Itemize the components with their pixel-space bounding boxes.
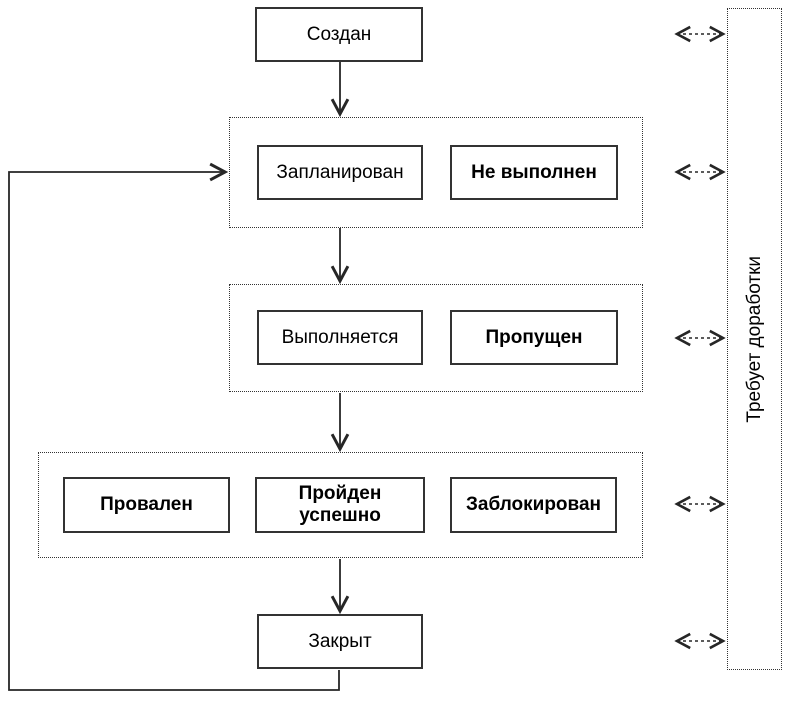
state-node-skipped: Пропущен — [450, 310, 618, 365]
rework-panel: Требует доработки — [727, 8, 782, 670]
state-node-blocked: Заблокирован — [450, 477, 617, 533]
state-node-label: Пройден успешно — [298, 483, 382, 526]
state-node-label: Не выполнен — [471, 161, 597, 183]
state-node-label: Создан — [306, 23, 372, 45]
group-result-states — [38, 452, 643, 558]
state-node-label: Заблокирован — [465, 494, 602, 516]
arrow-closed-loop-to-group1 — [8, 172, 340, 691]
rework-panel-label: Требует доработки — [743, 255, 765, 423]
state-node-planned: Запланирован — [257, 145, 423, 200]
state-node-created: Создан — [255, 7, 423, 62]
state-node-failed: Провален — [63, 477, 230, 533]
state-node-label: Выполняется — [281, 326, 399, 348]
state-node-closed: Закрыт — [257, 614, 423, 669]
group-planned-states — [229, 117, 643, 228]
state-node-label: Провален — [100, 494, 193, 516]
state-node-label: Закрыт — [308, 630, 372, 652]
group-execution-states — [229, 284, 643, 392]
state-node-label: Пропущен — [485, 326, 583, 348]
state-node-in-progress: Выполняется — [257, 310, 423, 365]
state-node-label: Запланирован — [276, 161, 404, 183]
state-node-not-executed: Не выполнен — [450, 145, 618, 200]
state-node-passed: Пройден успешно — [255, 477, 425, 533]
